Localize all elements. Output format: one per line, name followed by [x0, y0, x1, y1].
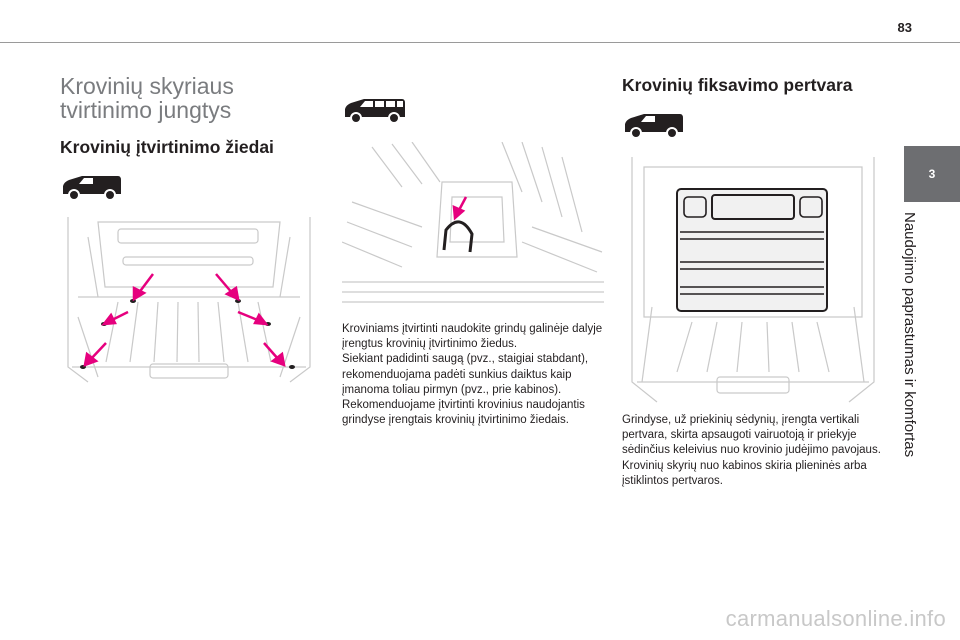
- section-title: Krovinių skyriaus tvirtinimo jungtys: [60, 74, 300, 122]
- partition-heading: Krovinių fiksavimo pertvara: [622, 75, 853, 95]
- chapter-title-text: Naudojimo paprastumas ir komfortas: [901, 212, 918, 458]
- van-icon: [625, 114, 683, 139]
- rings-text-paragraph: Kroviniams įtvirtinti naudokite grindų g…: [342, 323, 603, 351]
- partition-illustration: [622, 157, 884, 405]
- partition-text: Grindyse, už priekinių sėdynių, įrengta …: [622, 413, 892, 489]
- pointer-arrow-icon: [452, 196, 468, 221]
- watermark: carmanualsonline.info: [725, 606, 946, 631]
- chapter-tab[interactable]: 3: [904, 146, 960, 202]
- rings-text-paragraph: Rekomenduojame įtvirtinti krovinius naud…: [342, 399, 585, 427]
- section-title-line-2: tvirtinimo jungtys: [60, 97, 232, 123]
- header-divider: [0, 42, 960, 43]
- section-title-line-1: Krovinių skyriaus: [60, 73, 234, 99]
- rings-text-paragraph: Siekiant padidinti saugą (pvz., staigiai…: [342, 353, 589, 396]
- partition-text-paragraph: Krovinių skyrių nuo kabinos skiria plien…: [622, 459, 867, 487]
- chapter-title: Naudojimo paprastumas ir komfortas: [890, 212, 930, 492]
- rings-text: Kroviniams įtvirtinti naudokite grindų g…: [342, 322, 604, 428]
- passenger-van-icon: [345, 99, 405, 124]
- van-icon: [63, 176, 121, 201]
- pointer-arrow-icon: [83, 273, 286, 367]
- rings-heading: Krovinių įtvirtinimo žiedai: [60, 137, 274, 157]
- cargo-floor-illustration: [58, 217, 320, 387]
- page-number: 83: [897, 20, 912, 35]
- partition-text-paragraph: Grindyse, už priekinių sėdynių, įrengta …: [622, 414, 881, 457]
- cargo-ring-closeup-illustration: [342, 142, 604, 310]
